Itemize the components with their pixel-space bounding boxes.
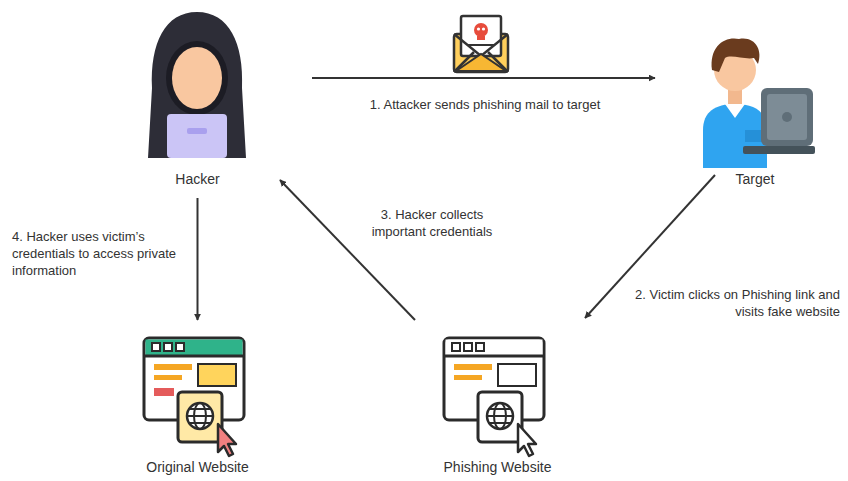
step-label: 4. Hacker uses victim’s credentials to a…: [12, 228, 184, 279]
hacker-icon: [140, 8, 255, 170]
target-icon: [695, 18, 815, 170]
icon-node: Original Website: [138, 330, 257, 476]
flow-arrow: [197, 198, 199, 320]
icon-node: Target: [695, 18, 815, 188]
node-label: Hacker: [140, 170, 255, 188]
step-label: 1. Attacker sends phishing mail to targe…: [335, 96, 635, 113]
icon-node: Hacker: [140, 8, 255, 188]
step-label: 3. Hacker collects important credentials: [352, 206, 512, 240]
node-label: Phishing Website: [438, 458, 557, 476]
node-label: Original Website: [138, 458, 257, 476]
original-icon: [138, 330, 257, 458]
step-label: 2. Victim clicks on Phishing link and vi…: [628, 286, 840, 320]
icon-node: Phishing Website: [438, 330, 557, 476]
envelope-icon: [454, 16, 508, 72]
node-label: Target: [695, 170, 815, 188]
phishing-icon: [438, 330, 557, 458]
flow-arrow: [312, 77, 655, 79]
flow-arrow: [280, 180, 415, 320]
